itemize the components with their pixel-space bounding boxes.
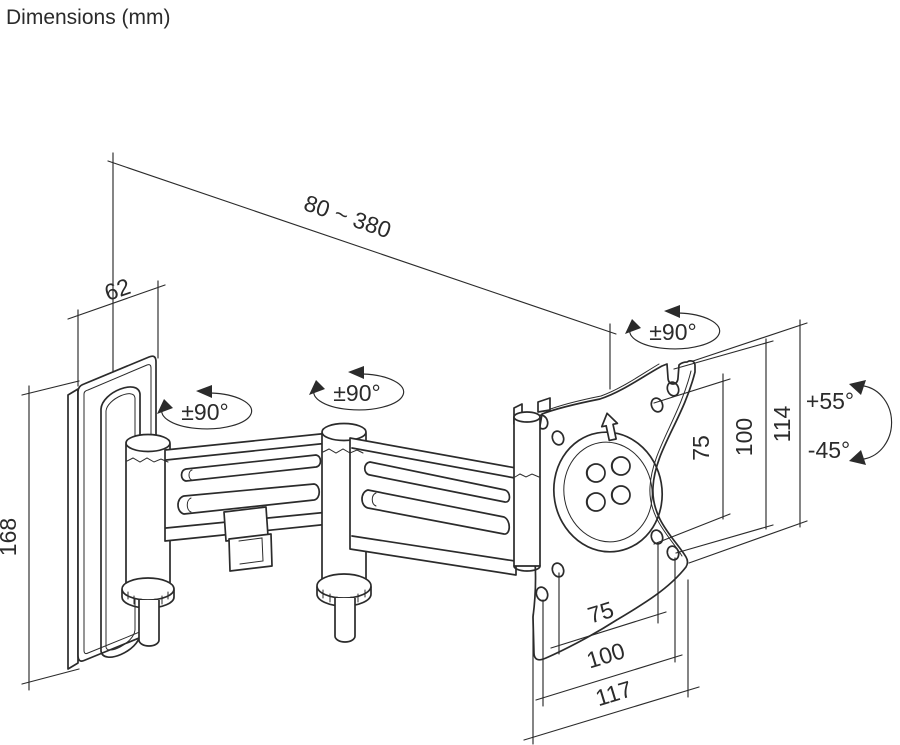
break-marks: [126, 448, 540, 478]
wall-plate-slot-outer: [100, 386, 141, 658]
tilt-arrowhead-up: [849, 380, 866, 395]
lower-arm-top-face-line: [165, 442, 330, 461]
wall-plate-slot-inner: [105, 393, 136, 651]
swivel-arc: [313, 373, 405, 411]
lower-arm-slot-1-cap: [188, 469, 193, 481]
vesa-mounting-holes: [535, 381, 680, 602]
tilt-arrowhead-down: [849, 450, 866, 465]
swivel-arrowhead-cw: [196, 385, 212, 398]
disc-screws: [585, 456, 631, 512]
swivel-arc: [161, 392, 253, 430]
swivel-indicator-plate: [625, 305, 721, 350]
swivel-arrowhead-ccw: [157, 399, 173, 414]
swivel-arrowhead-ccw: [625, 319, 641, 334]
dim-75v-ext-bottom: [653, 513, 731, 545]
dim-wall-plate-width-label: 62: [101, 273, 134, 306]
rotation-disc-outer-ring: [552, 431, 664, 553]
upper-arm-top-face-line: [351, 447, 516, 479]
vesa-plate-right-thickness-line: [649, 370, 692, 557]
swivel-arrowhead-cw: [664, 305, 680, 318]
plate-hinge-body: [513, 416, 541, 567]
plate-hinge-tab-right: [537, 397, 551, 413]
vesa-hole-inner-bottom-right: [650, 529, 664, 545]
wall-joint-body: [125, 443, 171, 587]
lower-arm-slot-2-cap: [186, 497, 192, 513]
dim-vesa-vertical-75-label: 75: [688, 435, 714, 461]
dimension-graphics: [21, 152, 808, 745]
cable-clip-lower: [228, 533, 273, 572]
rotation-disc: [552, 431, 664, 553]
dim-plate-height-label: 114: [769, 405, 795, 442]
dim-75h-line: [550, 611, 667, 649]
upper-arm-slot-1: [363, 461, 511, 503]
lower-arm-slot-1: [180, 454, 322, 482]
dim-75v-ext-top: [653, 378, 731, 404]
middle-joint-lower-cylinder: [334, 598, 356, 643]
swivel-wall-joint-label: ±90°: [181, 399, 228, 425]
tilt-down-label: -45°: [808, 437, 850, 463]
dim-100v-ext-top: [673, 340, 774, 370]
wall-joint-knurled-ring: [121, 577, 175, 601]
swivel-arrowhead-ccw: [309, 380, 325, 395]
disc-screw-top-right-shade: [610, 458, 616, 474]
swivel-arrowhead-cw: [348, 366, 364, 379]
plate-hinge-bottom-edge: [513, 565, 541, 572]
disc-screw-bottom-right-shade: [610, 487, 616, 503]
lower-arm-slot-2: [177, 483, 321, 515]
dim-114-ext-bottom: [688, 520, 808, 564]
disc-screw-top-left-shade: [585, 465, 591, 481]
dim-100v-ext-bottom: [675, 524, 774, 554]
dim-100h-line: [535, 654, 683, 701]
orientation-up-arrow-icon: [600, 412, 619, 442]
plate-hinge-top-cap: [513, 411, 541, 423]
tilt-up-label: +55°: [806, 388, 854, 414]
upper-arm-slot-2-cap: [371, 492, 377, 507]
wall-joint-cylinder: [121, 433, 175, 647]
vesa-plate-top-thickness-line: [544, 363, 660, 412]
dim-wall-plate-height-label: 168: [0, 518, 21, 556]
disc-screw-bottom-left-shade: [585, 494, 591, 510]
vesa-hole-outer-top-right: [666, 381, 680, 397]
dim-extension-range-label: 80 ~ 380: [301, 190, 395, 244]
vesa-hole-inner-top-right: [650, 397, 664, 413]
middle-joint-top-cap: [321, 422, 367, 442]
upper-arm-outline: [349, 437, 517, 576]
swivel-mid-joint-label: ±90°: [333, 380, 380, 406]
tilt-indicator: [849, 380, 893, 465]
swivel-indicator-wall: [157, 385, 253, 430]
dim-vesa-horizontal-100-label: 100: [584, 637, 628, 673]
lower-arm: [164, 432, 331, 542]
swivel-arc: [629, 312, 721, 350]
upper-arm-bottom-ledge: [351, 535, 516, 562]
dim-62-line: [67, 284, 166, 320]
dim-extension-line: [107, 160, 617, 335]
rotation-disc-inner-ring: [563, 441, 653, 543]
vesa-hole-inner-bottom-left: [551, 562, 565, 578]
dim-114-ext-top: [692, 322, 808, 362]
upper-arm-slot-2: [361, 489, 511, 535]
middle-joint-knurled-ring: [316, 573, 372, 599]
dim-168-ext-bottom: [21, 668, 80, 685]
vesa-hole-inner-top-left: [551, 430, 565, 446]
dim-vesa-vertical-100-label: 100: [731, 418, 757, 456]
dim-168-ext-top: [21, 380, 80, 396]
cable-clip: [223, 506, 273, 572]
wall-joint-top-cap: [125, 433, 171, 453]
wall-joint-lower-cylinder: [138, 600, 160, 647]
tilt-arc: [863, 385, 893, 460]
vesa-hole-outer-bottom-left: [535, 586, 549, 602]
wall-plate-side-face: [67, 388, 79, 670]
page-title: Dimensions (mm): [6, 6, 171, 29]
dim-117-line: [523, 686, 700, 741]
swivel-plate-joint-label: ±90°: [649, 319, 696, 345]
plate-hinge-cylinder: [513, 397, 551, 572]
upper-arm: [349, 437, 517, 576]
swivel-indicator-mid: [309, 366, 405, 411]
cable-clip-opening: [238, 537, 264, 565]
